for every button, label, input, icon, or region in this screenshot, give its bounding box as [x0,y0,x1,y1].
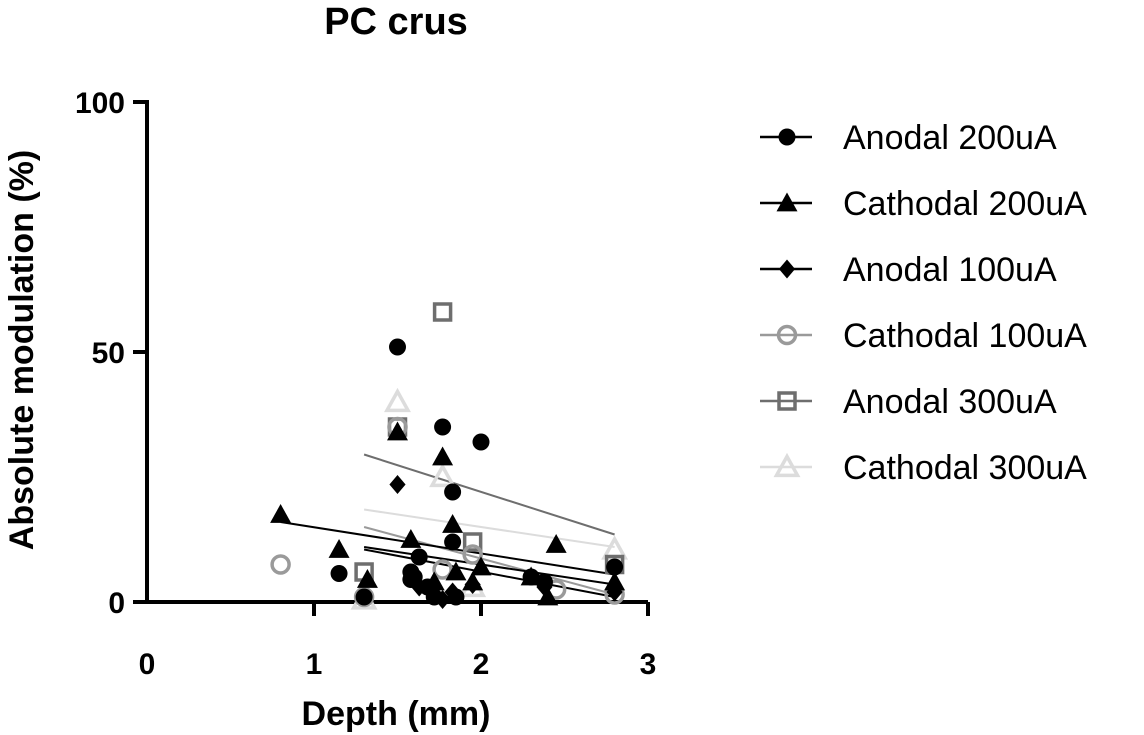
data-markers [270,302,629,610]
x-tick-label: 0 [139,648,156,681]
legend-label: Cathodal 300uA [843,449,1087,487]
data-point [389,475,406,494]
legend-marker [776,192,798,212]
ticks: 0 1 2 3 0 50 100 [75,87,656,681]
chart-title: PC crus [324,1,468,43]
trend-line-cathodal-300ua [363,508,615,548]
data-point [604,571,626,591]
x-tick-label: 2 [473,648,490,681]
data-point [444,533,462,551]
data-point [425,588,443,606]
legend-label: Anodal 100uA [843,251,1057,289]
data-point [405,568,423,586]
legend-item: Cathodal 300uA [760,449,1087,487]
data-point [410,548,428,566]
data-point [389,338,406,356]
x-axis-label: Depth (mm) [302,695,491,733]
data-point [434,418,452,436]
legend-item: Anodal 300uA [760,383,1057,421]
data-point [472,433,490,451]
legend-item: Anodal 200uA [760,119,1057,157]
y-tick-label: 0 [108,587,125,620]
x-tick-label: 1 [306,648,323,681]
trend-line-anodal-300ua [363,453,615,536]
data-point [432,559,453,580]
data-point [470,556,492,576]
data-point [270,554,291,575]
data-point [356,569,378,588]
data-point [442,514,464,533]
data-point [462,544,483,565]
data-point [462,571,484,591]
data-point [355,588,373,606]
data-point [445,561,467,581]
y-tick-label: 100 [75,87,125,120]
data-point [545,534,567,553]
trend-line-anodal-200ua [363,546,615,586]
data-point [432,446,454,466]
trend-line-cathodal-100ua [363,526,615,596]
legend: Anodal 200uA Cathodal 200uA Anodal 100uA Ca… [760,119,1087,487]
x-tick-label: 3 [640,648,657,681]
data-point [384,387,411,413]
legend-label: Cathodal 100uA [843,317,1087,355]
data-point [535,573,553,591]
legend-marker [776,324,798,346]
legend-label: Anodal 200uA [843,119,1057,157]
data-point [429,462,457,488]
series-anodal-200ua [330,338,624,606]
data-point [400,529,422,548]
data-point [432,302,453,322]
y-axis-label: Absolute modulation (%) [3,150,41,550]
series-cathodal-300ua [350,387,629,610]
data-point [387,421,408,441]
legend-label: Anodal 300uA [843,383,1057,421]
data-point [444,483,462,501]
data-point [462,532,483,552]
legend-item: Cathodal 200uA [760,185,1087,223]
data-point [606,558,624,576]
data-point [522,568,540,586]
y-tick-label: 50 [92,337,125,370]
legend-marker [773,452,801,478]
data-point [328,539,350,558]
series-cathodal-200ua [270,421,626,606]
legend-marker [778,259,796,279]
data-point [270,504,292,523]
legend-item: Anodal 100uA [760,251,1057,289]
legend-item: Cathodal 100uA [760,317,1087,355]
legend-label: Cathodal 200uA [843,185,1087,223]
data-point [537,586,559,606]
data-point [447,588,465,606]
data-point [330,565,348,582]
legend-marker [778,128,796,146]
legend-marker [777,391,797,411]
